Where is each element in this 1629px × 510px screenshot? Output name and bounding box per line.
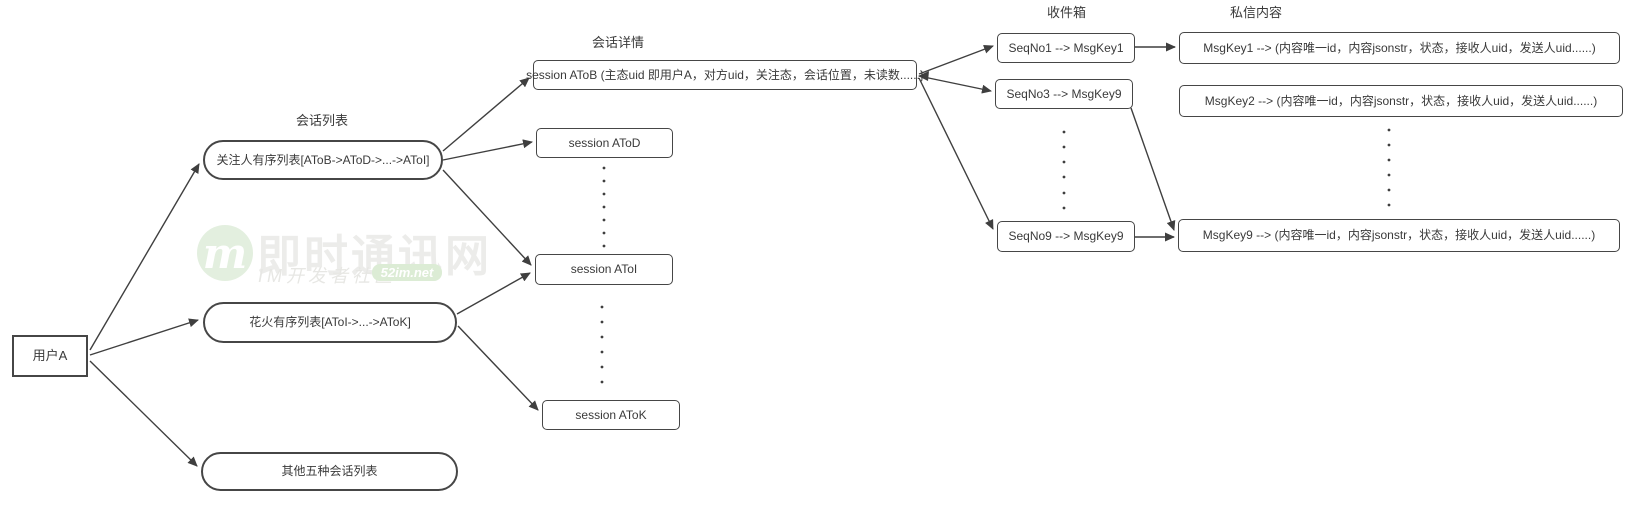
node-user-a: 用户A <box>12 335 88 377</box>
node-session-atoi: session AToI <box>535 254 673 285</box>
watermark-logo-icon: m <box>197 225 253 281</box>
node-huahuo-sorted-list: 花火有序列表[AToI->...->AToK] <box>203 302 457 343</box>
watermark-badge: 52im.net <box>372 264 442 281</box>
ellipsis-dots <box>600 128 1391 384</box>
node-seqno1: SeqNo1 --> MsgKey1 <box>997 33 1135 63</box>
label-session-list: 会话列表 <box>296 113 349 128</box>
node-session-atok: session AToK <box>542 400 680 430</box>
node-session-atod: session AToD <box>536 128 673 158</box>
label-inbox: 收件箱 <box>1047 5 1087 20</box>
watermark-subtitle: IM开发者社区 <box>258 266 396 286</box>
arrowhead-into-atob <box>918 71 929 81</box>
node-seqno3: SeqNo3 --> MsgKey9 <box>995 79 1133 109</box>
node-seqno9: SeqNo9 --> MsgKey9 <box>997 221 1135 252</box>
label-private-message: 私信内容 <box>1230 5 1283 20</box>
watermark-logo-letter: m <box>202 228 248 278</box>
node-msgkey9: MsgKey9 --> (内容唯一id，内容jsonstr，状态，接收人uid，… <box>1178 219 1620 252</box>
node-msgkey2: MsgKey2 --> (内容唯一id，内容jsonstr，状态，接收人uid，… <box>1179 85 1623 117</box>
node-other-five-lists: 其他五种会话列表 <box>201 452 458 491</box>
node-msgkey1: MsgKey1 --> (内容唯一id，内容jsonstr，状态，接收人uid，… <box>1179 32 1620 64</box>
node-follow-sorted-list: 关注人有序列表[AToB->AToD->...->AToI] <box>203 140 443 180</box>
label-session-detail: 会话详情 <box>592 35 645 50</box>
node-session-atob: session AToB (主态uid 即用户A，对方uid，关注态，会话位置，… <box>526 60 924 90</box>
